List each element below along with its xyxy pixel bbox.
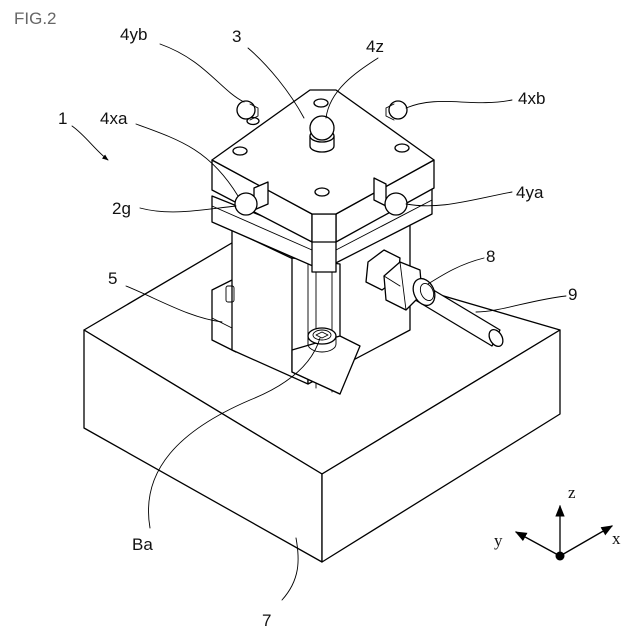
axis-x-arrow (560, 526, 612, 556)
figure-title: FIG.2 (14, 9, 57, 28)
leader-4xb (406, 100, 512, 108)
axis-y-arrow (516, 532, 560, 556)
label-2g: 2g (112, 199, 131, 218)
label-4ya: 4ya (516, 183, 544, 202)
axis-y-label: y (494, 531, 503, 550)
label-7: 7 (262, 611, 271, 630)
axis-origin (556, 552, 565, 561)
label-3: 3 (232, 27, 241, 46)
label-ba: Ba (132, 535, 153, 554)
label-1: 1 (58, 109, 67, 128)
label-4xb: 4xb (518, 89, 545, 108)
label-4xa: 4xa (100, 109, 128, 128)
axis-x-label: x (612, 529, 621, 548)
ball-4z (310, 116, 334, 152)
ball-4yb (237, 101, 258, 120)
axis-z-label: z (568, 483, 576, 502)
leader-8 (428, 258, 484, 284)
top-plate-corner (312, 214, 336, 242)
leader-4yb (160, 44, 244, 102)
label-9: 9 (568, 285, 577, 304)
leader-1 (72, 126, 108, 160)
label-5: 5 (108, 269, 117, 288)
label-4yb: 4yb (120, 25, 147, 44)
ball-4xb (386, 101, 407, 120)
label-4z: 4z (366, 37, 384, 56)
label-8: 8 (486, 247, 495, 266)
coordinate-axes: z y x (494, 483, 621, 561)
middle-corner (312, 238, 336, 272)
